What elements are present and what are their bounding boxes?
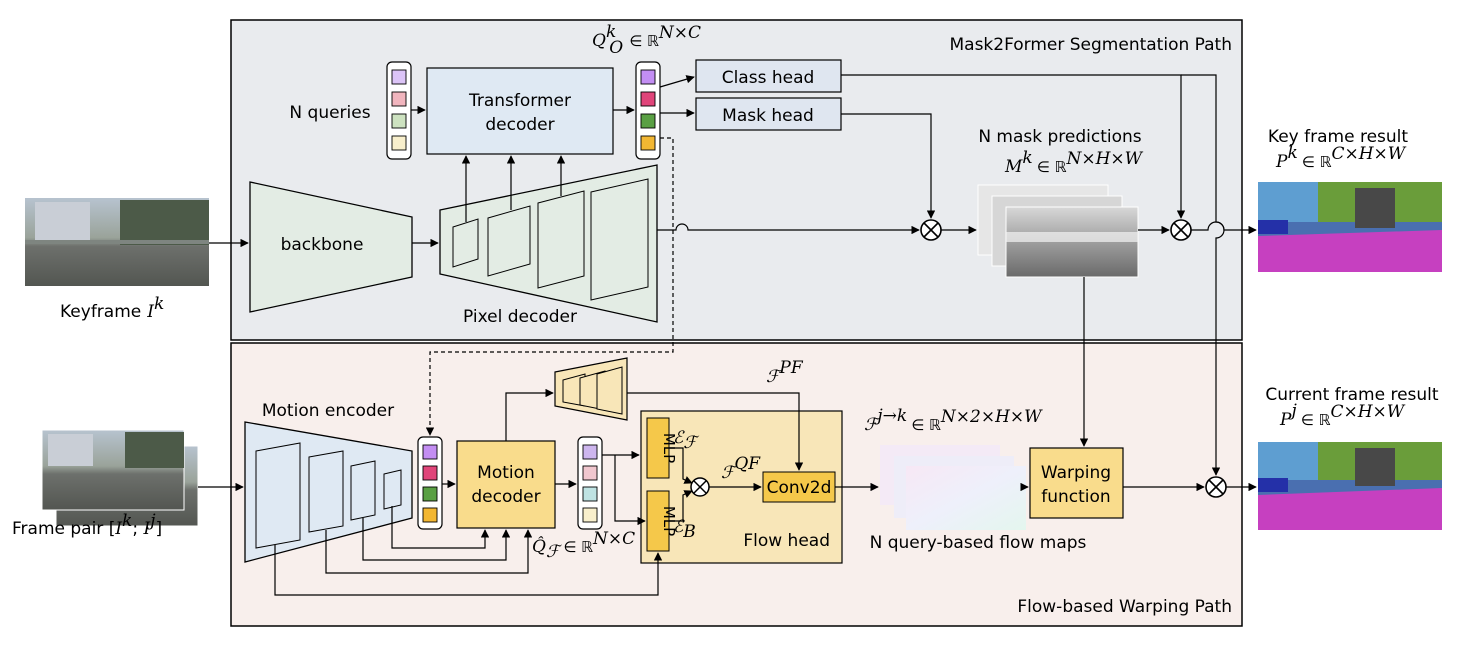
motion-encoder-feature-maps: [255, 442, 402, 549]
flow-queries-cells: [582, 444, 598, 523]
motion-decoder-label-2: decoder: [471, 487, 540, 507]
conv2d-block: [762, 471, 836, 503]
pf-feature-math: ℱPF: [766, 358, 804, 387]
multiply-node-mask: [920, 219, 942, 241]
query-cell: [391, 135, 407, 151]
query-cell: [422, 444, 438, 460]
warping-function-label-1: Warping: [1041, 463, 1111, 483]
class-head-label: Class head: [722, 68, 815, 88]
flow-maps-stack: [880, 445, 1026, 530]
qf-feature-math: ℱQF: [721, 454, 761, 483]
flow-maps-math: ℱj→k∈ ℝN×2×H×W: [864, 406, 1043, 435]
pixel-flow-decoder: [554, 357, 628, 421]
keyframe-result-math: Pk∈ ℝC×H×W: [1275, 143, 1407, 172]
query-cell: [640, 135, 656, 151]
eb-math: ℰB: [673, 517, 696, 542]
keyframe-result-image: [1258, 182, 1442, 272]
flow-queries-math: Q̂ℱ∈ ℝN×C: [532, 529, 635, 562]
query-cell: [422, 465, 438, 481]
flow-queries-column: [577, 436, 603, 530]
backbone-label: backbone: [281, 235, 364, 255]
encoder-queries-column: [417, 436, 443, 530]
transformer-decoder-block: [426, 67, 614, 155]
query-cell: [640, 69, 656, 85]
current-result-image: [1258, 442, 1442, 530]
current-result-math: Pj∈ ℝC×H×W: [1279, 401, 1406, 430]
segmentation-path-title: Mask2Former Segmentation Path: [949, 35, 1232, 55]
multiply-node-warp: [1205, 476, 1227, 498]
conv2d-label: Conv2d: [767, 478, 832, 498]
query-cell: [391, 91, 407, 107]
warping-path-title: Flow-based Warping Path: [1017, 597, 1232, 617]
current-result-label: Current frame result: [1265, 385, 1438, 405]
query-cell: [640, 91, 656, 107]
mask-predictions-math: Mk∈ ℝN×H×W: [1004, 148, 1144, 177]
output-queries-cells: [640, 69, 656, 151]
mask-predictions-label: N mask predictions: [978, 127, 1141, 147]
flow-head-label: Flow head: [743, 531, 830, 551]
n-queries-label: N queries: [289, 103, 370, 123]
query-cell: [422, 486, 438, 502]
keyframe-result-label: Key frame result: [1268, 127, 1408, 147]
query-cell: [582, 507, 598, 523]
frame-pair-label: Frame pair [Ik; Ij]: [12, 511, 162, 539]
flow-maps-label: N query-based flow maps: [870, 533, 1087, 553]
query-cell: [391, 113, 407, 129]
query-cell: [391, 69, 407, 85]
multiply-node-class: [1170, 219, 1192, 241]
n-queries-cells: [391, 69, 407, 151]
motion-decoder-block: [456, 440, 556, 529]
frame-pair-images: [41, 429, 199, 527]
transformer-decoder-label-2: decoder: [485, 115, 554, 135]
keyframe-image: [25, 198, 209, 286]
encoder-queries-cells: [422, 444, 438, 523]
output-queries-column: [635, 61, 661, 160]
query-cell: [582, 444, 598, 460]
motion-encoder-label: Motion encoder: [262, 401, 394, 421]
motion-decoder-label-1: Motion: [477, 463, 535, 483]
connectors: [198, 74, 1257, 596]
query-cell: [640, 113, 656, 129]
query-cell: [422, 507, 438, 523]
warping-function-block: [1029, 447, 1124, 519]
query-cell: [582, 465, 598, 481]
class-head-block: [695, 59, 842, 93]
pixel-decoder-label: Pixel decoder: [463, 307, 577, 327]
warping-function-label-2: function: [1041, 487, 1110, 507]
ef-math: ℰℱ: [673, 428, 700, 453]
transformer-decoder-label-1: Transformer: [468, 91, 571, 111]
mask-prediction-stack: [977, 184, 1139, 278]
multiply-node-flow: [690, 477, 710, 497]
backbone-block: [249, 181, 413, 313]
mask-head-block: [695, 97, 842, 131]
mask-head-label: Mask head: [722, 106, 814, 126]
query-cell: [582, 486, 598, 502]
pixel-decoder-feature-maps: [452, 178, 649, 301]
